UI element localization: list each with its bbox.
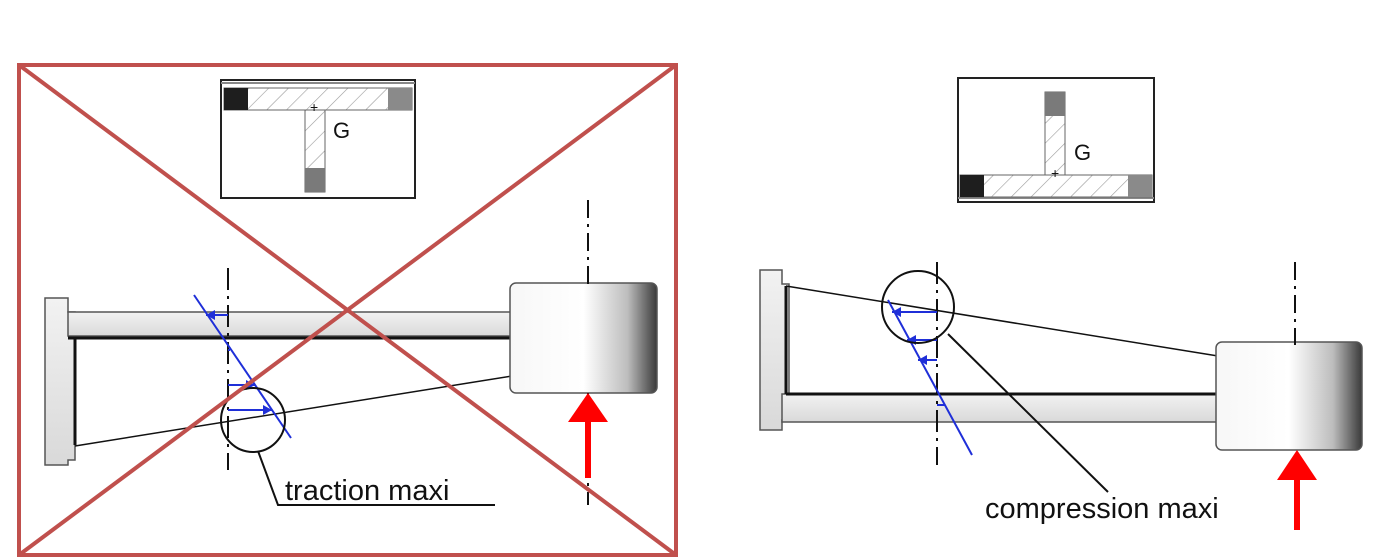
right-centroid-marker: + (1051, 165, 1059, 181)
left-figure: + G (17, 63, 678, 557)
left-beam (44, 200, 658, 505)
right-stress-diagram (881, 262, 973, 465)
right-callout-label: compression maxi (985, 493, 1219, 525)
left-callout-label: traction maxi (285, 475, 449, 507)
right-callout: compression maxi (947, 333, 1219, 525)
left-force-arrow (568, 393, 608, 478)
left-centroid-marker: + (310, 99, 318, 115)
right-force-arrow (1277, 450, 1317, 530)
left-stress-diagram (193, 268, 292, 470)
right-section-inset: + G (957, 77, 1155, 203)
left-cross-out (17, 63, 678, 557)
left-callout: traction maxi (257, 450, 495, 507)
right-callout-circle (881, 270, 955, 344)
right-section-label: G (1074, 140, 1091, 165)
left-section-label: G (333, 118, 350, 143)
right-beam (759, 262, 1363, 451)
left-section-inset: + G (220, 79, 416, 199)
right-figure: + G (759, 77, 1363, 530)
left-callout-circle (220, 387, 286, 453)
